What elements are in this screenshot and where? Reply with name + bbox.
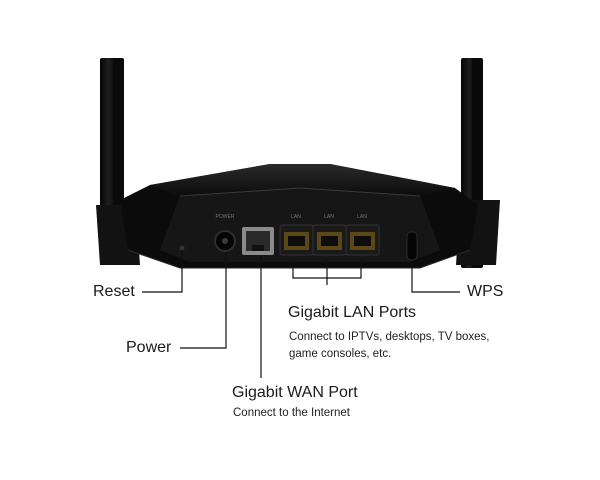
leader-line-power (180, 252, 227, 349)
port-label-lan-3: LAN (357, 214, 367, 220)
lan-ports-desc-line2: game consoles, etc. (289, 348, 392, 360)
reset-label: Reset (93, 283, 135, 300)
leader-line-lan (292, 260, 362, 285)
port-label-lan-2: LAN (324, 214, 334, 220)
wps-button (406, 231, 418, 261)
lan-ports-title: Gigabit LAN Ports (288, 304, 417, 321)
reset-hole (179, 245, 185, 251)
port-label-power: POWER (216, 214, 235, 220)
lan-ports-desc-line1: Connect to IPTVs, desktops, TV boxes, (289, 331, 490, 343)
wan-port (242, 227, 274, 255)
wps-label: WPS (467, 283, 504, 300)
wan-port-title: Gigabit WAN Port (232, 384, 358, 401)
port-label-lan-1: LAN (291, 214, 301, 220)
leader-line-wps (411, 261, 460, 293)
lan-port-2 (312, 224, 347, 256)
lan-port-1 (279, 224, 314, 256)
leader-line-reset (142, 250, 183, 293)
power-label: Power (126, 339, 172, 356)
wan-port-desc: Connect to the Internet (233, 407, 350, 419)
lan-port-3 (345, 224, 380, 256)
power-jack (214, 230, 236, 252)
